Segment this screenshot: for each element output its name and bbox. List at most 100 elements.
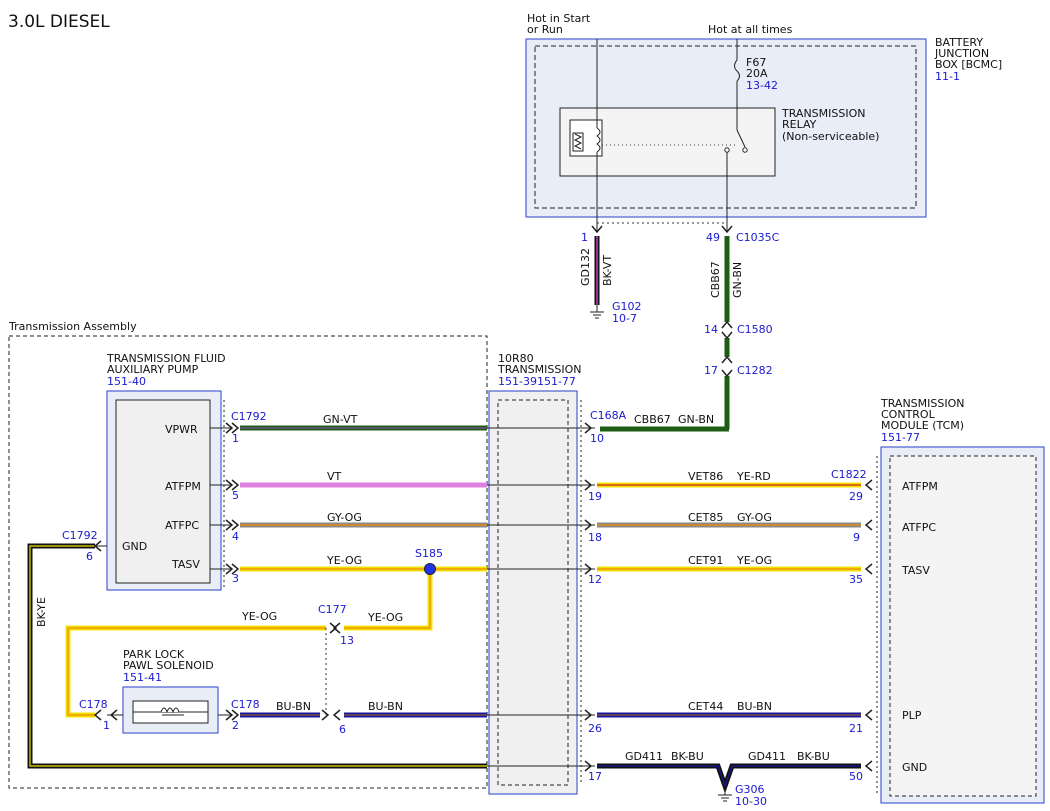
fuse-name: F67	[746, 56, 766, 69]
pin-6-c177: 6	[339, 723, 346, 736]
pin-17-c1282: 17	[704, 364, 718, 377]
ground-g102-label[interactable]: G102	[612, 300, 642, 313]
pin-atfpc-label: ATFPC	[165, 519, 199, 532]
tcm-ref-link[interactable]: 151-77	[881, 431, 920, 444]
fuse-amp: 20A	[746, 67, 768, 80]
park-lock-name-1: PARK LOCK	[123, 648, 185, 661]
wire-ye-rd-label: YE-RD	[736, 470, 771, 483]
splice-s185-icon	[424, 563, 436, 575]
pin-10-c168a: 10	[590, 432, 604, 445]
tcm-pin-atfpc: ATFPC	[902, 521, 936, 534]
relay-name-1: TRANSMISSION	[781, 107, 865, 120]
pin-18-c168a: 18	[588, 531, 602, 544]
pin-gnd-label: GND	[122, 540, 147, 553]
connector-c1822[interactable]: C1822	[831, 468, 867, 481]
aux-pump-name-2: AUXILIARY PUMP	[107, 363, 199, 376]
tcm-pin-atfpm: ATFPM	[902, 480, 938, 493]
trans-name-2: TRANSMISSION	[497, 363, 581, 376]
wire-ye-og	[65, 566, 487, 718]
pin-2-c178: 2	[232, 719, 239, 732]
bjb-name-2: JUNCTION	[934, 47, 989, 60]
wire-cet85-label: CET85	[688, 511, 723, 524]
tcm-pin-gnd: GND	[902, 761, 927, 774]
transmission-assembly-box	[8, 335, 488, 789]
wire-bu-bn-tcm-label: BU-BN	[737, 700, 772, 713]
pin-14: 14	[704, 323, 718, 336]
fuse-icon	[734, 59, 740, 82]
wire-ye-og-label-2: YE-OG	[241, 610, 277, 623]
hot-in-start-label-2: or Run	[527, 23, 563, 36]
ground-g102-icon	[590, 305, 604, 319]
wire-cbb67-label: CBB67	[709, 261, 722, 298]
pin-12-c168a: 12	[588, 573, 602, 586]
ground-g306-icon	[718, 786, 732, 802]
ground-g102-ref[interactable]: 10-7	[612, 312, 637, 325]
pin-1-c178: 1	[103, 719, 110, 732]
connector-c1282[interactable]: C1282	[737, 364, 773, 377]
pin-50-c1822: 50	[849, 770, 863, 783]
tcm-pin-tasv: TASV	[901, 564, 930, 577]
aux-pump-ref-link[interactable]: 151-40	[107, 375, 146, 388]
tcm-name-2: CONTROL	[881, 408, 936, 421]
wire-bu-bn-label: BU-BN	[276, 700, 311, 713]
pin-tasv-label: TASV	[171, 558, 200, 571]
wire-ye-og-tcm-label: YE-OG	[736, 554, 772, 567]
pin-vpwr-label: VPWR	[165, 423, 198, 436]
wire-gn-bn-h-label: GN-BN	[678, 413, 714, 426]
pin-1-c1792: 1	[232, 432, 239, 445]
wire-ye-og-label: YE-OG	[326, 554, 362, 567]
wire-bk-bu-label-a: BK-BU	[671, 750, 704, 763]
wire-ye-og-label-3: YE-OG	[367, 611, 403, 624]
wire-bk-vt-label: BK-VT	[601, 255, 614, 286]
pin-35-c1822: 35	[849, 573, 863, 586]
bjb-name-1: BATTERY	[935, 36, 983, 49]
wire-gd132-label: GD132	[579, 248, 592, 286]
pin-4-c1792: 4	[232, 530, 239, 543]
connector-c1580[interactable]: C1580	[737, 323, 773, 336]
hot-in-start-label: Hot in Start	[527, 12, 591, 25]
splice-s185-label[interactable]: S185	[415, 547, 443, 560]
pin-6-c1792: 6	[86, 550, 93, 563]
wire-vt-label: VT	[327, 470, 342, 483]
connector-c177[interactable]: C177	[318, 603, 347, 616]
connector-c1035c[interactable]: C1035C	[736, 231, 780, 244]
ground-g306-ref[interactable]: 10-30	[735, 795, 767, 808]
connector-c178-right[interactable]: C178	[231, 698, 260, 711]
pin-5-c1792: 5	[232, 489, 239, 502]
pin-17-c168a: 17	[588, 770, 602, 783]
transmission-10r80-component	[488, 390, 582, 795]
bjb-name-3: BOX [BCMC]	[935, 58, 1002, 71]
ground-g306-label[interactable]: G306	[735, 783, 765, 796]
wire-gd411-label-a: GD411	[625, 750, 663, 763]
connector-c1792-left[interactable]: C1792	[62, 529, 98, 542]
transmission-assembly-label: Transmission Assembly	[8, 320, 137, 333]
wire-cet91-label: CET91	[688, 554, 723, 567]
fuse-ref-link[interactable]: 13-42	[746, 79, 778, 92]
park-lock-ref-link[interactable]: 151-41	[123, 671, 162, 684]
pin-3-c1792: 3	[232, 572, 239, 585]
wire-gn-bn-vertical	[600, 236, 730, 432]
wire-gy-og-label: GY-OG	[327, 511, 362, 524]
pin-atfpm-label: ATFPM	[165, 480, 201, 493]
pin-13-c177: 13	[340, 634, 354, 647]
connector-c168a[interactable]: C168A	[590, 409, 627, 422]
relay-switch-icon	[736, 129, 746, 148]
bjb-ref-link[interactable]: 11-1	[935, 70, 960, 83]
wire-bk-ye	[27, 543, 487, 769]
trans-ref-link[interactable]: 151-39151-77	[498, 375, 576, 388]
wire-cet44-label: CET44	[688, 700, 723, 713]
trans-name-1: 10R80	[498, 352, 534, 365]
diagram-title: 3.0L DIESEL	[8, 12, 110, 32]
solenoid-coil-icon	[160, 707, 180, 714]
wire-gn-bn-label: GN-BN	[731, 262, 744, 298]
hot-at-all-times-label: Hot at all times	[708, 23, 793, 36]
connector-c178-left[interactable]: C178	[79, 698, 108, 711]
connector-c1792-top[interactable]: C1792	[231, 410, 267, 423]
pin-49-bjb: 49	[706, 231, 720, 244]
park-lock-solenoid-component	[122, 686, 219, 734]
pin-21-c1822: 21	[849, 722, 863, 735]
wire-gd411-label-b: GD411	[748, 750, 786, 763]
pin-29-c1822: 29	[849, 490, 863, 503]
wire-gy-og-tcm-label: GY-OG	[737, 511, 772, 524]
